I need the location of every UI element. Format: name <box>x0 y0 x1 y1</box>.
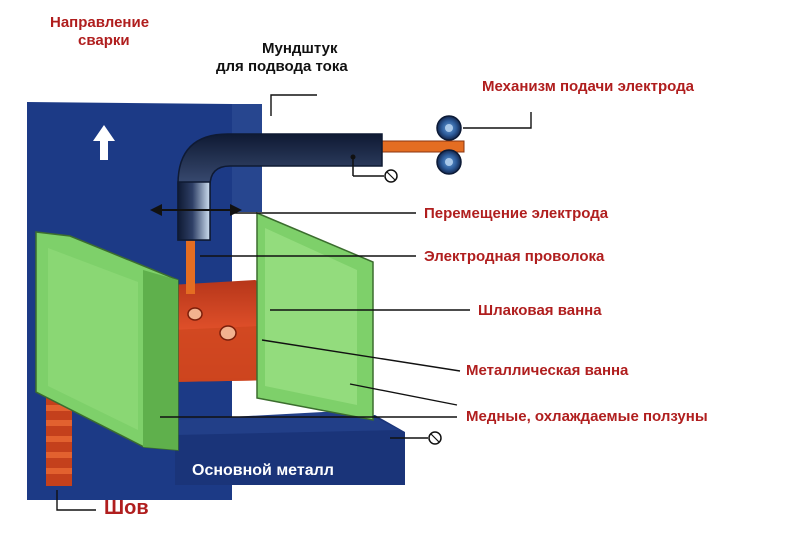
slag-pool <box>170 280 282 382</box>
leader-lines <box>56 94 532 511</box>
nozzle-line2: для подвода тока <box>216 58 348 75</box>
welding-direction-arrow <box>93 125 115 160</box>
ground-terminal <box>390 431 442 445</box>
electrode-wire-label: Электродная проволока <box>424 248 605 265</box>
welding-direction-line2: сварки <box>78 32 130 49</box>
welding-direction-label: Направление сварки <box>50 14 149 50</box>
welding-direction-line1: Направление <box>50 14 150 31</box>
electrode-movement-arrow <box>150 204 242 216</box>
copper-slider-front <box>35 231 179 451</box>
copper-sliders-label: Медные, охлаждаемые ползуны <box>466 408 708 425</box>
feed-rollers <box>436 115 462 175</box>
weld-seam <box>46 398 72 486</box>
metal-pool-label: Металлическая ванна <box>466 362 629 379</box>
nozzle-line1: Мундштук <box>262 40 338 57</box>
seam-label: Шов <box>104 497 149 519</box>
feed-mechanism-label: Механизм подачи электрода <box>482 78 694 95</box>
base-metal-label: Основной металл <box>192 462 334 479</box>
nozzle-label: Мундштук для подвода тока <box>216 40 348 76</box>
slag-pool-label: Шлаковая ванна <box>478 302 602 319</box>
copper-slider-back <box>256 211 374 421</box>
electrode-movement-label: Перемещение электрода <box>424 205 609 222</box>
